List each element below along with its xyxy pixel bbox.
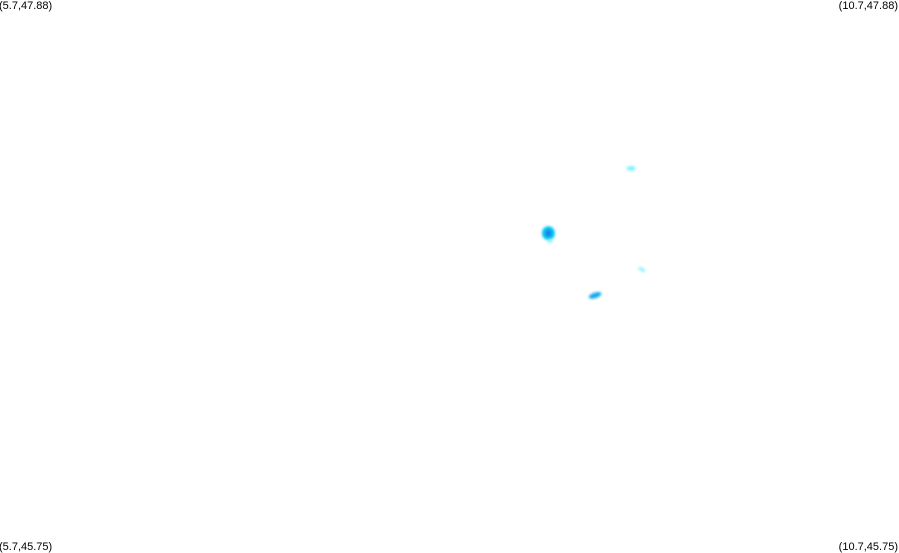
precipitation-cell [547, 239, 553, 243]
corner-label-bottom-right: (10.7,45.75) [838, 541, 898, 553]
precipitation-cell [638, 266, 646, 273]
precipitation-cell [588, 292, 602, 299]
precipitation-cell [626, 166, 636, 171]
corner-label-top-left: (5.7,47.88) [0, 0, 53, 12]
precipitation-cell [545, 229, 552, 237]
precipitation-layer [541, 166, 646, 299]
corner-label-top-right: (10.7,47.88) [838, 0, 898, 12]
corner-label-bottom-left: (5.7,45.75) [0, 541, 53, 553]
